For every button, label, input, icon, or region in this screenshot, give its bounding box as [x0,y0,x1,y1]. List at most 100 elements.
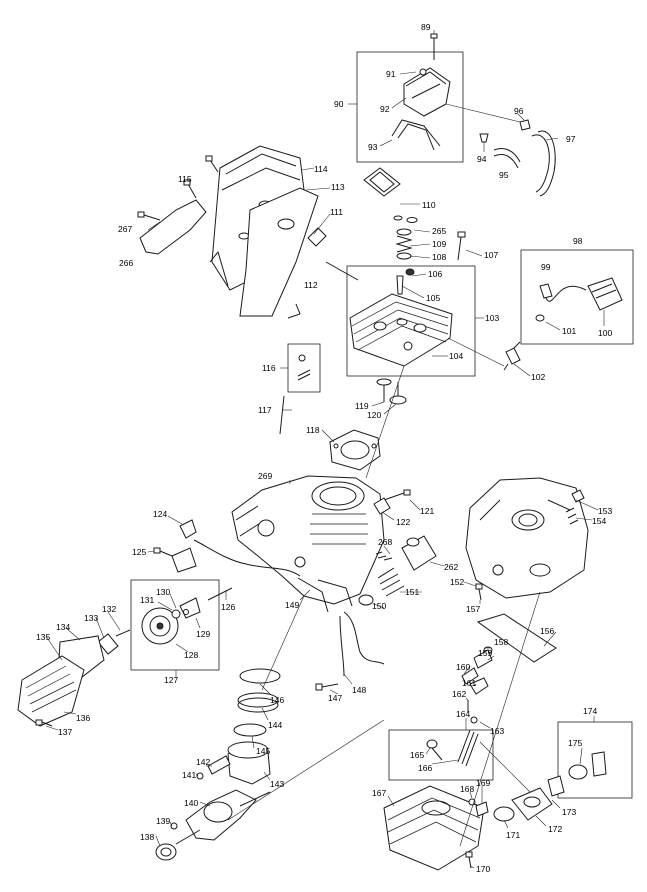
box-98 [520,249,634,345]
callout-158: 158 [494,637,508,647]
box-127 [130,579,220,671]
callout-172: 172 [548,824,562,834]
callout-109: 109 [432,239,446,249]
crankshaft-140 [175,789,271,845]
callout-92: 92 [380,104,390,114]
callout-102: 102 [531,372,545,382]
callout-133: 133 [84,613,98,623]
leader-lines [45,30,605,869]
pins-154 [565,507,579,525]
callout-161: 161 [462,678,476,688]
callout-127: 127 [164,675,178,685]
part-161 [469,677,489,695]
part-173 [547,775,565,797]
callout-labels: 89 91 90 92 93 94 95 96 97 114 115 113 1… [36,22,612,874]
valve-119 [376,378,392,402]
callout-100: 100 [598,328,612,338]
wrist-pin-142 [207,755,231,775]
spring-151 [377,567,405,597]
cylinder-head-104 [349,293,453,367]
gasket-110 [363,167,401,197]
pins-268 [375,551,393,561]
crankcase-half-right [465,477,589,599]
callout-262: 262 [444,562,458,572]
callout-174: 174 [583,706,597,716]
part-163 [470,716,478,724]
callout-130: 130 [156,587,170,597]
callout-139: 139 [156,816,170,826]
pushrod-112 [325,261,359,281]
callout-132: 132 [102,604,116,614]
bolt-107 [457,231,466,261]
callout-89: 89 [421,22,431,32]
callout-171: 171 [506,830,520,840]
callout-175: 175 [568,738,582,748]
callout-117: 117 [258,405,272,415]
hose-95 [493,148,521,169]
callout-154: 154 [592,516,606,526]
magneto-127 [141,597,201,645]
box-103 [346,265,476,377]
plug-169 [475,801,489,817]
callout-113: 113 [331,182,345,192]
callout-106: 106 [428,269,442,279]
seal-138 [155,843,177,861]
pin-132 [115,629,131,637]
callout-135: 135 [36,632,50,642]
callout-137: 137 [58,727,72,737]
callout-143: 143 [270,779,284,789]
callout-148: 148 [352,685,366,695]
part-106 [405,268,415,276]
nut-96 [519,119,531,131]
fitting-159 [473,649,493,669]
callout-128: 128 [184,650,198,660]
callout-266: 266 [119,258,133,268]
callout-167: 167 [372,788,386,798]
callout-108: 108 [432,252,446,262]
callout-103: 103 [485,313,499,323]
group-boxes [130,51,634,799]
part-165 [426,739,443,761]
pin-126 [207,587,233,601]
callout-121: 121 [420,506,434,516]
box-116 [287,343,321,393]
callout-115: 115 [178,174,192,184]
part-116 [297,354,311,381]
callout-134: 134 [56,622,70,632]
callout-162: 162 [452,689,466,699]
bolt-121 [383,489,411,501]
screw-125 [153,547,173,557]
housing-172 [511,787,553,821]
callout-96: 96 [514,106,524,116]
callout-124: 124 [153,509,167,519]
spring-166 [457,729,479,767]
nipple-94 [479,133,489,143]
collar-122 [373,497,391,515]
callout-147: 147 [328,693,342,703]
callout-91: 91 [386,69,396,79]
callout-168: 168 [460,784,474,794]
callout-94: 94 [477,154,487,164]
spark-plug-102 [503,341,521,371]
callout-267: 267 [118,224,132,234]
oil-pan-167 [383,785,485,871]
callout-118: 118 [306,425,320,435]
callout-93: 93 [368,142,378,152]
ring-144-a [237,692,279,708]
callout-160: 160 [456,662,470,672]
rod-117 [279,395,285,435]
callout-99: 99 [541,262,551,272]
collar-150 [358,594,374,606]
rocker-cover-92 [403,67,451,117]
callout-119: 119 [355,401,369,411]
bolt-137 [35,719,53,727]
callout-164: 164 [456,709,470,719]
part-153 [571,489,585,503]
callout-166: 166 [418,763,432,773]
parts [17,33,623,871]
ignition-coil-98 [535,277,623,322]
callout-169: 169 [476,778,490,788]
callout-149: 149 [285,600,299,610]
callout-156: 156 [540,626,554,636]
callout-142: 142 [196,757,210,767]
